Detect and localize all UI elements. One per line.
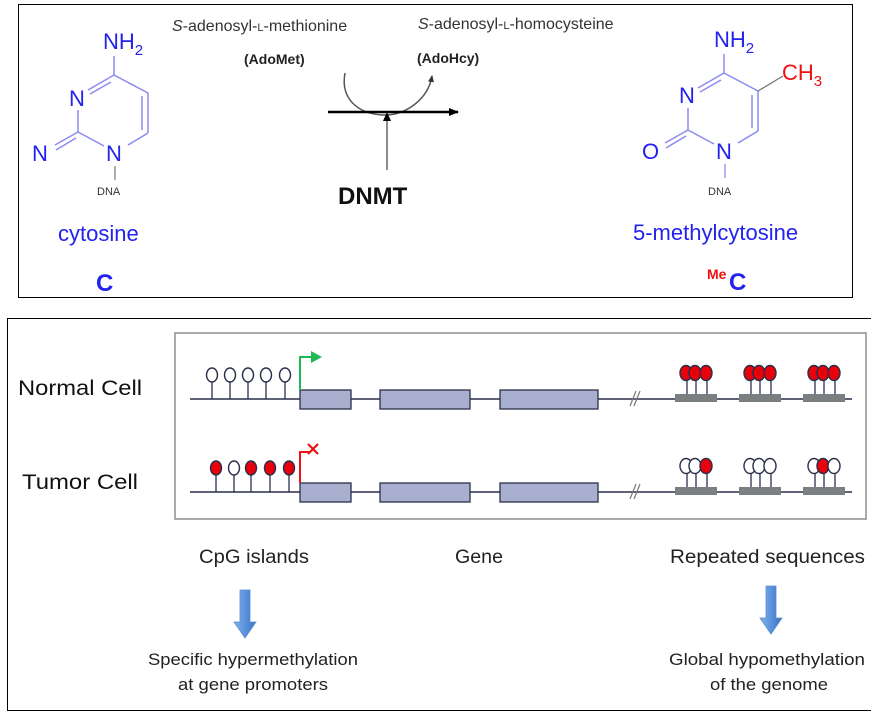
outcome-repeats-line2: of the genome: [710, 675, 828, 694]
cytosine-name: cytosine: [58, 221, 139, 246]
break-mark: [633, 390, 641, 407]
methylcytosine-n1-label: N: [716, 139, 732, 164]
outcome-cpg-line1: Specific hypermethylation: [148, 650, 358, 669]
repeat-site-unmethylated: [688, 457, 702, 475]
break-mark: [633, 483, 641, 500]
repeat-block: [803, 487, 845, 495]
repeat-site-unmethylated: [752, 457, 766, 475]
exon-2: [379, 482, 471, 503]
promoter-silenced-arrow: [299, 451, 309, 483]
methylcytosine-symbol-prefix: Me: [707, 266, 727, 282]
reaction-panel: [18, 4, 853, 298]
methylcytosine-n3-label: N: [679, 83, 695, 108]
repeat-block: [675, 394, 717, 402]
methylcytosine-amine-label: NH2: [714, 27, 754, 57]
break-mark: [629, 483, 637, 500]
cpg-site-unmethylated: [241, 367, 255, 383]
repeat-site-methylated: [688, 364, 702, 382]
promoter-blocked-x-icon: [307, 443, 319, 455]
methylation-panel: [7, 318, 871, 711]
cpg-site-unmethylated: [278, 367, 292, 383]
adomet-name: S-adenosyl-L-methionine: [172, 18, 347, 35]
repeat-block: [739, 487, 781, 495]
cytosine-symbol: C: [96, 270, 113, 297]
cytosine-structure: NH2 N N N DNA: [32, 29, 149, 198]
promoter-active-arrow: [299, 356, 313, 390]
repeat-site-methylated: [827, 364, 841, 382]
adohcy-abbrev: (AdoHcy): [417, 50, 479, 66]
cytosine-n1-label: N: [106, 141, 122, 166]
methylcytosine-name: 5-methylcytosine: [633, 220, 798, 245]
repeat-site-methylated: [763, 364, 777, 382]
exon-1: [299, 389, 352, 410]
cpg-site-methylated: [244, 460, 258, 476]
repeat-site-methylated: [816, 364, 830, 382]
gene-rows: [190, 351, 852, 503]
repeat-site-methylated: [699, 457, 713, 475]
cytosine-dna-label: DNA: [97, 186, 121, 198]
methylcytosine-dna-label: DNA: [708, 186, 732, 198]
cpg-site-methylated: [282, 460, 296, 476]
exon-2: [379, 389, 471, 410]
methylcytosine-structure: NH2 CH3 N O N DNA: [642, 27, 822, 198]
enzyme-label: DNMT: [338, 183, 408, 210]
adohcy-name: S-adenosyl-L-homocysteine: [418, 16, 614, 33]
repeat-block: [739, 394, 781, 402]
repeat-site-methylated: [816, 457, 830, 475]
outcome-arrow-cpg: [233, 589, 257, 639]
cpg-site-methylated: [263, 460, 277, 476]
cpg-site-methylated: [209, 460, 223, 476]
repeat-site-unmethylated: [763, 457, 777, 475]
outcome-cpg-line2: at gene promoters: [178, 675, 328, 694]
break-mark: [629, 390, 637, 407]
cofactor-curve-arrow: [343, 72, 434, 116]
methyl-group-label: CH3: [782, 60, 822, 90]
cpg-site-unmethylated: [205, 367, 219, 383]
cpg-site-unmethylated: [227, 460, 241, 476]
exon-3: [499, 389, 599, 410]
exon-1: [299, 482, 352, 503]
outcome-arrow-repeats: [759, 585, 783, 635]
promoter-arrowhead-icon: [311, 351, 322, 363]
cytosine-oxygen-label: N: [32, 141, 48, 166]
cytosine-n3-label: N: [69, 86, 85, 111]
repeat-site-unmethylated: [827, 457, 841, 475]
adomet-abbrev: (AdoMet): [244, 51, 305, 67]
methylcytosine-oxygen-label: O: [642, 139, 659, 164]
outcome-repeats-line1: Global hypomethylation: [669, 650, 865, 669]
region-label-cpg: CpG islands: [199, 547, 309, 568]
repeat-site-methylated: [699, 364, 713, 382]
cytosine-amine-label: NH2: [103, 29, 143, 59]
row-label-tumor: Tumor Cell: [22, 471, 138, 494]
region-label-gene: Gene: [455, 547, 503, 568]
row-label-normal: Normal Cell: [18, 377, 142, 400]
exon-3: [499, 482, 599, 503]
methylcytosine-symbol: C: [729, 269, 746, 296]
cpg-site-unmethylated: [259, 367, 273, 383]
repeat-site-methylated: [752, 364, 766, 382]
repeat-block: [675, 487, 717, 495]
repeat-block: [803, 394, 845, 402]
cpg-site-unmethylated: [223, 367, 237, 383]
region-label-repeats: Repeated sequences: [670, 547, 865, 568]
